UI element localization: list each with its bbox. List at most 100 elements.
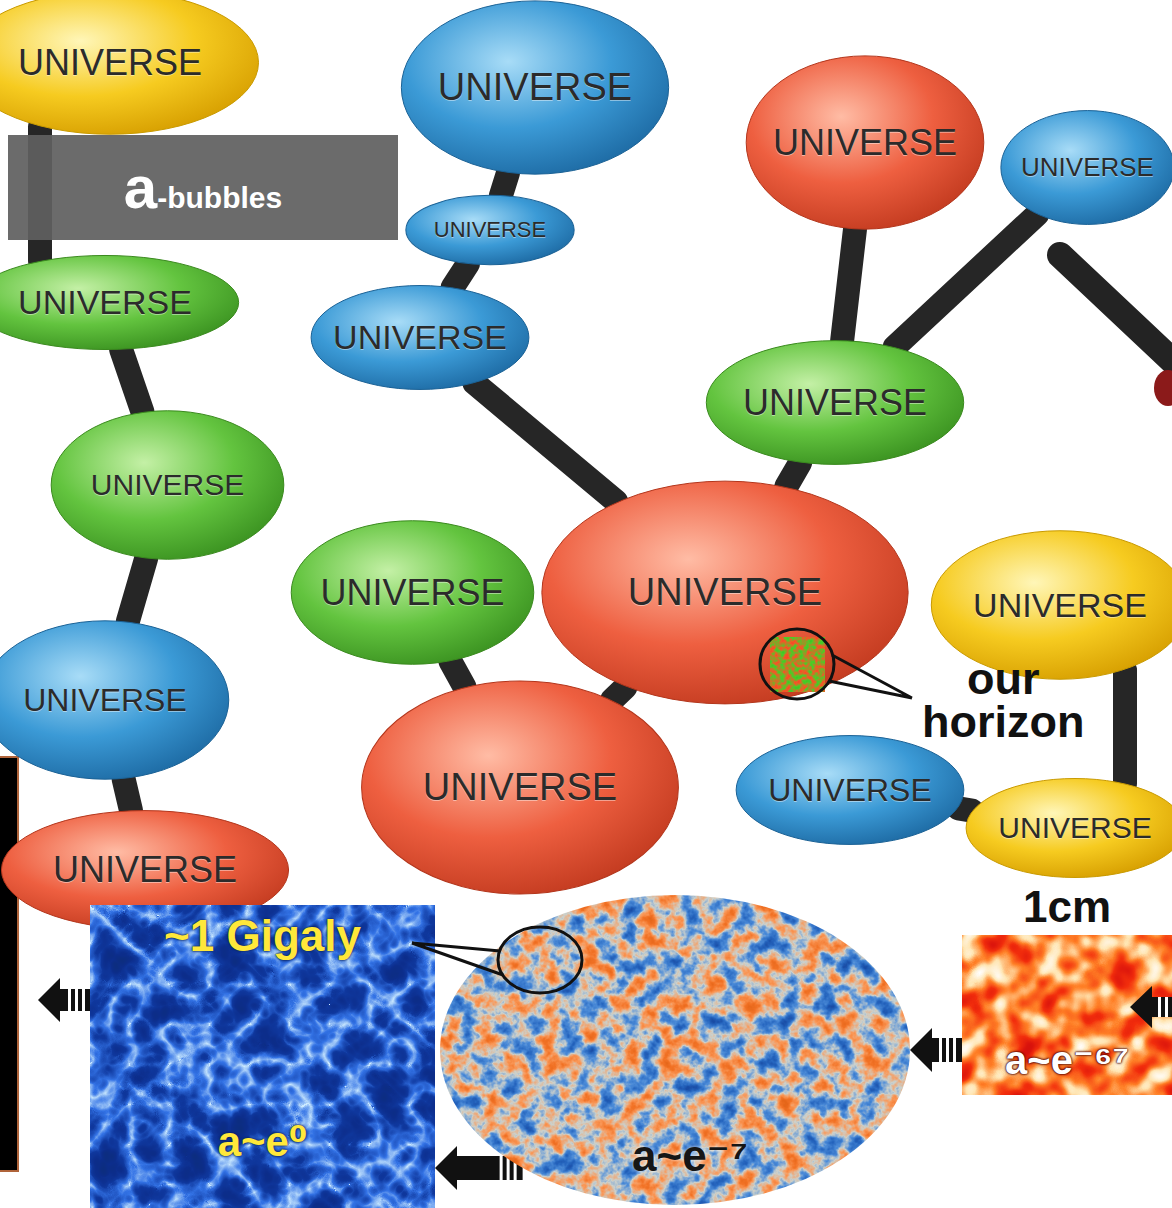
universe-bubble: UNIVERSE	[745, 55, 985, 230]
flow-arrow-stripe	[939, 1038, 942, 1062]
cmb-fill	[440, 895, 910, 1205]
universe-name: UNIVERSE	[320, 572, 504, 614]
cosmic-web-panel: ~1 Gigaly a~e⁰	[90, 905, 435, 1208]
flow-arrow-shaft	[932, 1038, 962, 1062]
neck-line	[475, 383, 617, 501]
neck-line	[1113, 670, 1137, 784]
horizon-patch	[770, 637, 825, 692]
cmb-map: a~e⁻⁷	[440, 895, 910, 1205]
neck-line	[842, 230, 855, 340]
universe-name: UNIVERSE	[18, 283, 192, 322]
universe-bubble: UNIVERSE	[965, 778, 1172, 878]
universe-bubble: UNIVERSE	[400, 0, 670, 175]
bubble-fill	[0, 255, 239, 349]
text-slot: a~e⁻⁷	[440, 1130, 910, 1181]
universe-name: UNIVERSE	[423, 766, 617, 809]
universe-bubble: UNIVERSE	[930, 530, 1172, 680]
bubble-fill	[311, 286, 529, 390]
panel-text: a~e⁰	[218, 1117, 308, 1166]
bubble-neck	[1125, 670, 1126, 784]
flow-arrow	[910, 1028, 962, 1072]
bubble-fill	[1001, 111, 1172, 225]
tube-junction	[1060, 255, 1172, 368]
flow-arrow-stripe	[1165, 997, 1168, 1017]
universe-bubble: UNIVERSE	[290, 520, 535, 665]
flow-arrow-stripe	[1158, 997, 1161, 1017]
label-slot: our horizon	[922, 658, 1084, 744]
universe-name: UNIVERSE	[434, 217, 546, 243]
universe-name: UNIVERSE	[773, 122, 957, 164]
flow-arrow	[38, 978, 90, 1022]
bubble-fill	[401, 1, 668, 174]
bubble-neck	[128, 559, 146, 622]
bubble-fill	[362, 681, 679, 894]
neck-line	[501, 173, 508, 195]
bubble-fill	[736, 736, 964, 845]
callout-label: our horizon	[922, 658, 1084, 744]
bubble-neck	[475, 383, 617, 501]
bubble-fill	[706, 341, 963, 465]
neck-line	[453, 264, 468, 288]
universe-bubble: UNIVERSE	[540, 480, 910, 705]
panel-text: ~1 Gigaly	[164, 911, 361, 961]
bubble-neck	[895, 214, 1037, 346]
flow-arrow-stripe	[75, 989, 78, 1011]
universe-name: UNIVERSE	[768, 772, 932, 809]
universe-name: UNIVERSE	[91, 468, 244, 502]
universe-name: UNIVERSE	[743, 382, 927, 424]
bubble-neck	[786, 463, 800, 487]
bubble-fill	[291, 521, 534, 665]
neck-line	[895, 214, 1037, 346]
bubble-neck	[124, 779, 131, 810]
bubble-neck	[450, 661, 464, 686]
horizon-circle	[760, 629, 834, 699]
bubble-fill	[0, 621, 229, 779]
universe-name: UNIVERSE	[18, 42, 202, 84]
neck-line	[450, 661, 464, 686]
flow-arrow-stripe	[500, 1156, 503, 1180]
bubble-fill	[51, 411, 284, 560]
universe-bubble: UNIVERSE	[0, 620, 230, 780]
arrow-head	[910, 1028, 932, 1072]
universe-name: UNIVERSE	[1021, 152, 1154, 183]
side-panel	[0, 757, 18, 1171]
universe-bubble: UNIVERSE	[0, 255, 240, 350]
text-slot: a~e⁻⁶⁷	[962, 1037, 1172, 1083]
flow-arrow-stripe	[946, 1038, 949, 1062]
scale-factor: a~e⁻⁶⁷	[1005, 1037, 1129, 1083]
bubble-fill	[0, 0, 259, 134]
universe-bubble: UNIVERSE	[405, 195, 575, 265]
universe-bubble: UNIVERSE	[310, 285, 530, 390]
neck-line	[612, 687, 625, 699]
leader-line	[829, 655, 912, 698]
bubble-neck	[453, 264, 468, 288]
box-title: a-bubbles	[124, 153, 282, 222]
universe-bubble: UNIVERSE	[705, 340, 965, 465]
universe-bubble: UNIVERSE	[360, 680, 680, 895]
universe-name: UNIVERSE	[438, 66, 632, 109]
bubble-fill	[406, 195, 574, 264]
universe-name: UNIVERSE	[973, 586, 1147, 625]
bubble-neck	[842, 230, 855, 340]
universe-name: UNIVERSE	[628, 571, 822, 614]
bubble-fill	[966, 779, 1172, 878]
scale-factor: a~e⁻⁷	[632, 1130, 748, 1181]
bubble-neck	[612, 687, 625, 699]
flow-arrow-stripe	[68, 989, 71, 1011]
neck-line	[124, 779, 131, 810]
universe-name: UNIVERSE	[53, 849, 237, 891]
neck-line	[121, 350, 142, 412]
title-box: a-bubbles	[8, 135, 398, 240]
bubble-fill	[542, 481, 908, 704]
leader-line	[412, 943, 503, 975]
universe-name: UNIVERSE	[23, 682, 187, 719]
neck-line	[128, 559, 146, 622]
universe-bubble: UNIVERSE	[735, 735, 965, 845]
arrow-head	[435, 1146, 457, 1190]
callout-circle	[498, 927, 582, 993]
bubble-fill	[931, 531, 1172, 680]
heat-panel: 1cma~e⁻⁶⁷	[962, 878, 1172, 1095]
flow-arrow-stripe	[953, 1038, 956, 1062]
bubble-neck	[121, 350, 142, 412]
